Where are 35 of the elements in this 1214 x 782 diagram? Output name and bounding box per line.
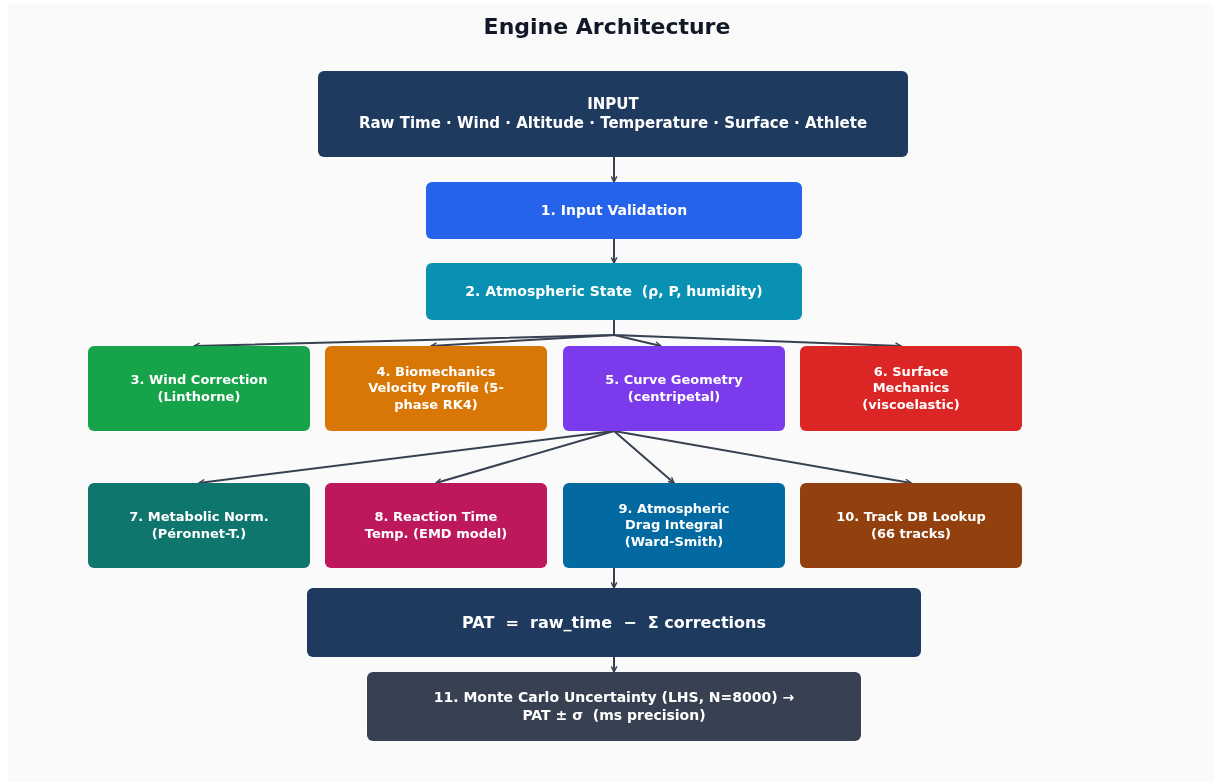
- process-box: [426, 263, 802, 320]
- box-heading: INPUT: [587, 95, 639, 114]
- box-text: 9. Atmospheric Drag Integral (Ward-Smith): [617, 501, 731, 550]
- arrow: [613, 430, 912, 486]
- arrow: [610, 567, 618, 589]
- process-box: [325, 483, 547, 568]
- diagram-title: Engine Architecture: [482, 13, 732, 41]
- box-text: 8. Reaction Time Temp. (EMD model): [363, 509, 509, 542]
- box-text: 4. Biomechanics Velocity Profile (5-phase RK4): [367, 364, 505, 413]
- arrow: [613, 430, 675, 484]
- process-box: [800, 483, 1022, 568]
- process-box: [563, 483, 785, 568]
- box-text: 7. Metabolic Norm. (Péronnet-T.): [128, 509, 270, 542]
- box-text: 1. Input Validation: [540, 201, 688, 220]
- box-text: 6. Surface Mechanics (viscoelastic): [861, 364, 961, 413]
- arrow: [435, 430, 615, 485]
- box-text: Raw Time · Wind · Altitude · Temperature · Surface · Athlete: [358, 114, 868, 133]
- process-box: [367, 672, 861, 741]
- process-box: [325, 346, 547, 431]
- box-text: 2. Atmospheric State (ρ, P, humidity): [465, 282, 763, 301]
- box-text: 11. Monte Carlo Uncertainty (LHS, N=8000) → PAT ± σ (ms precision): [432, 689, 796, 724]
- process-box: [88, 346, 310, 431]
- process-box: [318, 71, 908, 157]
- process-box: [563, 346, 785, 431]
- process-box: [426, 182, 802, 239]
- process-box: [307, 588, 921, 657]
- process-box: [88, 483, 310, 568]
- box-text: PAT = raw_time − Σ corrections: [462, 612, 766, 633]
- arrow: [610, 238, 618, 264]
- process-box: [800, 346, 1022, 431]
- box-text: 5. Curve Geometry (centripetal): [604, 372, 744, 405]
- arrow: [610, 156, 618, 183]
- box-text: 3. Wind Correction (Linthorne): [129, 372, 269, 405]
- arrow: [610, 656, 618, 673]
- box-text: 10. Track DB Lookup (66 tracks): [836, 509, 986, 542]
